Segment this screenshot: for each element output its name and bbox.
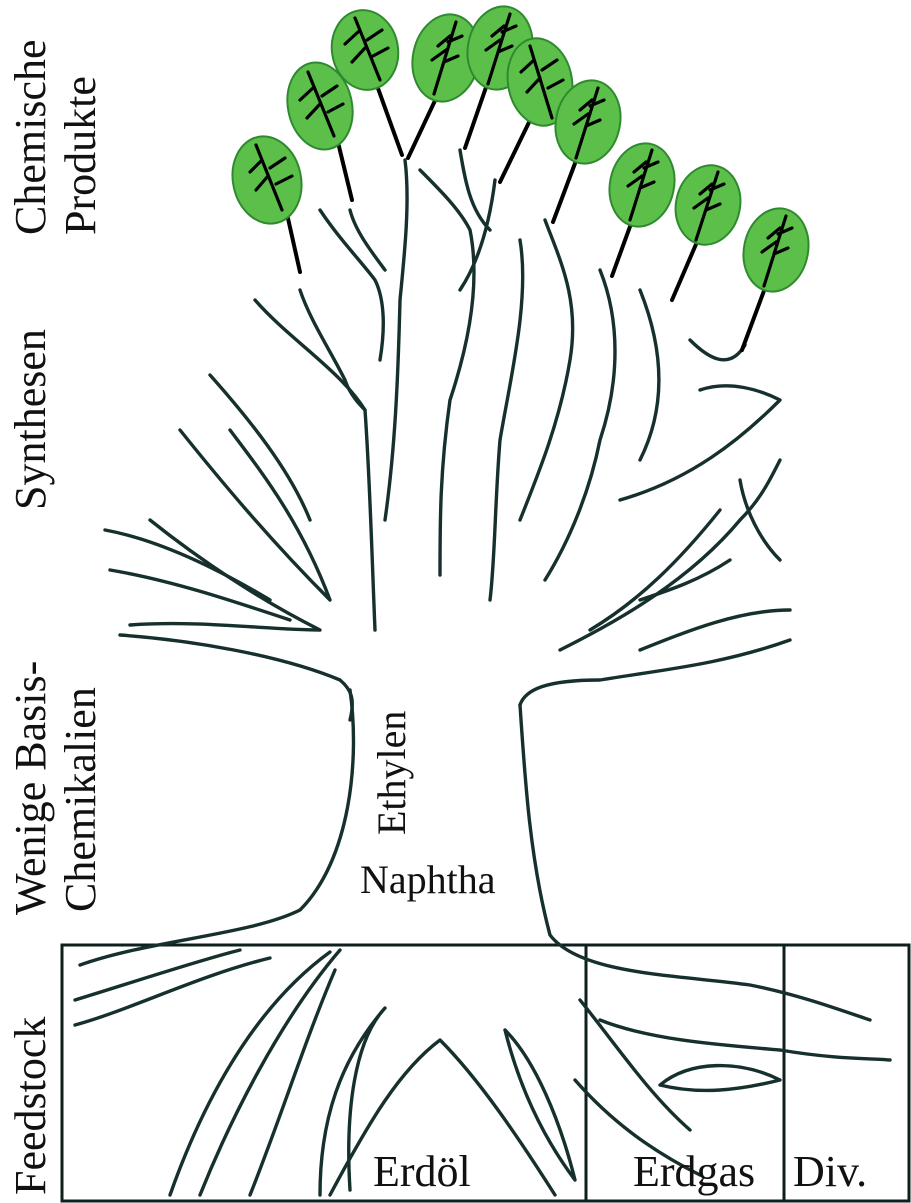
leaf-icon (736, 202, 816, 350)
label-chemische: Chemische (6, 39, 55, 235)
label-ethylen: Ethylen (369, 711, 414, 835)
label-wenige-basis: Wenige Basis- (6, 661, 55, 915)
roots (75, 690, 890, 1195)
label-produkte: Produkte (56, 76, 105, 235)
label-synthesen: Synthesen (6, 329, 55, 510)
label-erdoel: Erdöl (373, 1147, 471, 1196)
leaf-icon (668, 159, 747, 300)
label-div: Div. (793, 1147, 867, 1196)
label-erdgas: Erdgas (633, 1147, 755, 1196)
box-erdoel (62, 945, 586, 1201)
label-feedstock: Feedstock (6, 1017, 55, 1195)
leaf-icon (225, 130, 310, 272)
label-chemikalien: Chemikalien (56, 687, 105, 912)
leaf-icon (602, 137, 682, 276)
label-naphtha: Naphtha (360, 857, 496, 902)
inner-labels: Ethylen Naphtha Erdöl Erdgas Div. (360, 711, 867, 1196)
